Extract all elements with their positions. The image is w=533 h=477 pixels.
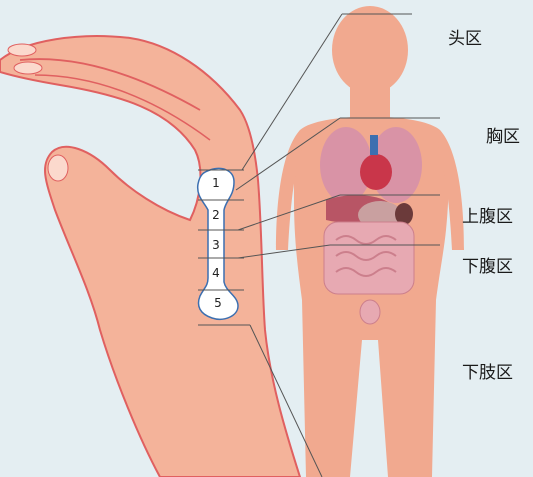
thumbnail (48, 155, 68, 181)
region-label-lower-abdomen: 下腹区 (462, 252, 513, 277)
aorta (370, 135, 378, 155)
heart (360, 154, 392, 190)
region-label-chest: 胸区 (486, 122, 520, 147)
bladder (360, 300, 380, 324)
zone-number-2: 2 (206, 208, 226, 222)
zone-number-3: 3 (206, 238, 226, 252)
zone-number-4: 4 (206, 266, 226, 280)
fingernail (8, 44, 36, 56)
human-body (276, 6, 464, 477)
zone-number-5: 5 (208, 296, 228, 310)
region-label-upper-abdomen: 上腹区 (462, 202, 513, 227)
neck (350, 80, 390, 120)
large-intestine (324, 222, 414, 294)
region-label-head: 头区 (448, 24, 482, 49)
zone-number-1: 1 (206, 176, 226, 190)
region-label-lower-limb: 下肢区 (462, 358, 513, 383)
fingernail (14, 62, 42, 74)
hand-illustration (0, 36, 300, 477)
